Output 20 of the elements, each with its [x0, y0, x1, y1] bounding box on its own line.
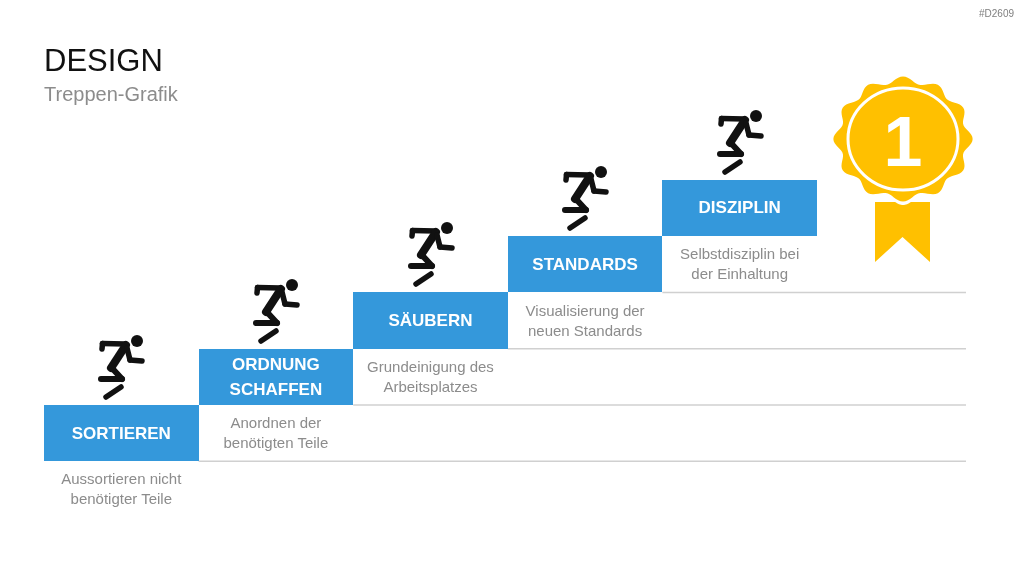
step-title: SORTIEREN: [71, 423, 171, 443]
title: DESIGN: [44, 45, 163, 76]
step-box: [44, 405, 199, 462]
step-title: DISZIPLIN: [698, 198, 781, 218]
medal-number: 1: [883, 103, 923, 181]
medal-rosette: [830, 74, 976, 202]
reference-code: #D2609: [978, 8, 1014, 20]
step-box: [662, 179, 817, 237]
step-box: [507, 236, 663, 293]
step-box: [198, 348, 354, 405]
step-box: [353, 292, 508, 349]
step-description: Anordnen der benötigten Teile: [223, 414, 329, 452]
step-title: STANDARDS: [532, 254, 638, 274]
step-description: Grundeinigung des Arbeitsplatzes: [367, 357, 494, 395]
step-title: SÄUBERN: [388, 311, 473, 331]
subtitle: Treppen-Grafik: [44, 84, 178, 104]
step-description: Aussortieren nicht benötigter Teile: [61, 470, 182, 508]
step-description: Selbstdisziplin bei der Einhaltung: [680, 245, 800, 283]
step-title: ORDNUNG SCHAFFEN: [229, 354, 323, 399]
step-description: Visualisierung der neuen Standards: [525, 301, 645, 339]
